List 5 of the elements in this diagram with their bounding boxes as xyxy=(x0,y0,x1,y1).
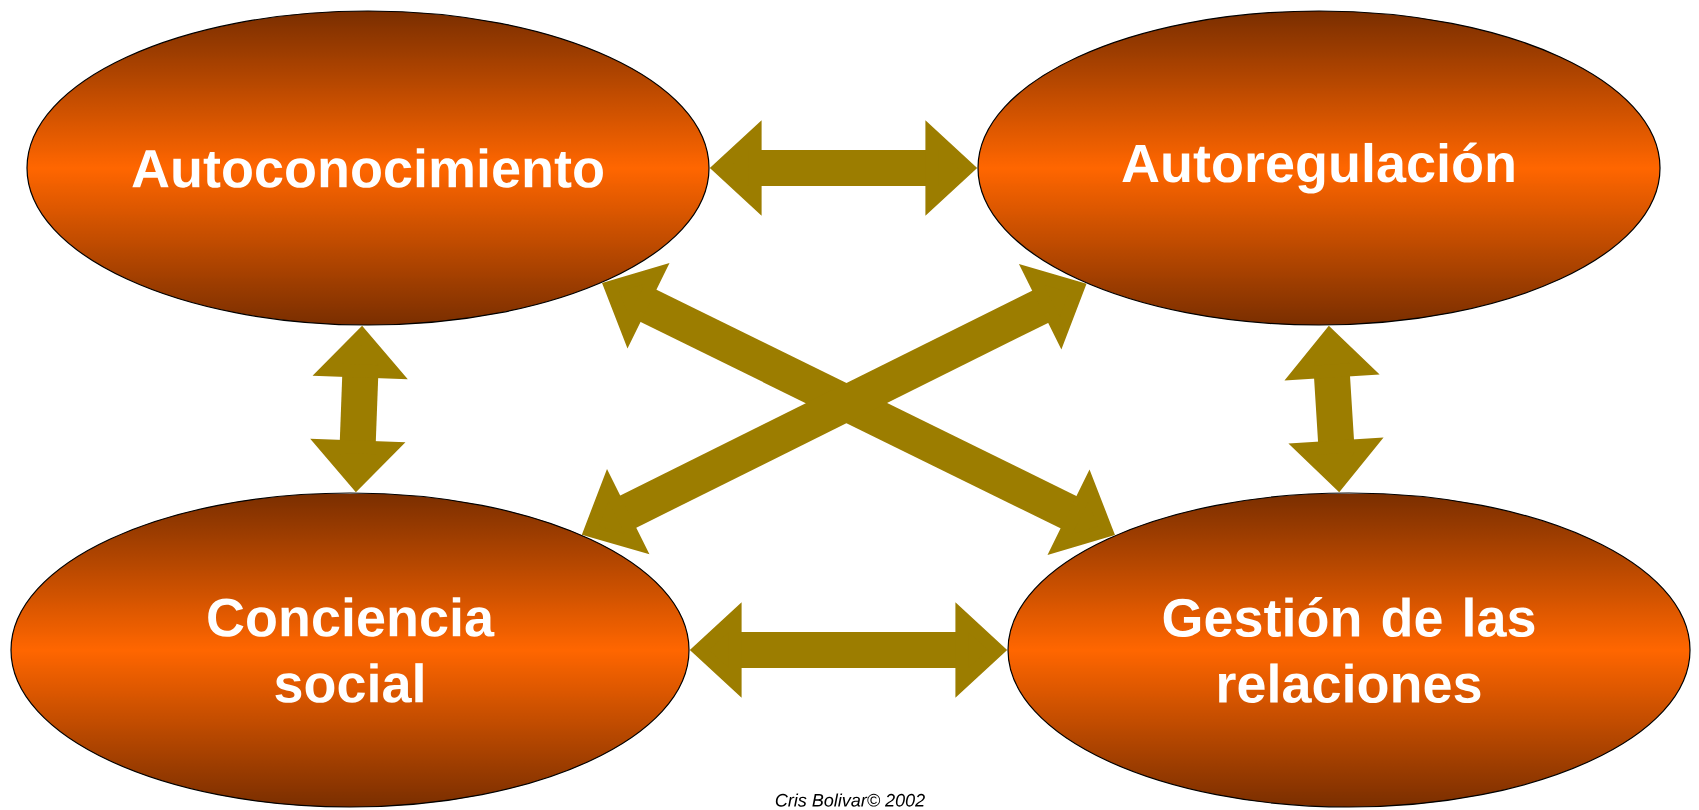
ellipse-node: Autoregulación xyxy=(977,10,1661,326)
ellipse-node: Conciencia social xyxy=(10,492,690,808)
ellipse-node: Autoconocimiento xyxy=(26,10,710,326)
ellipse-node: Gestión de las relaciones xyxy=(1007,492,1691,808)
copyright-note: Cris Bolivar© 2002 xyxy=(775,793,925,807)
